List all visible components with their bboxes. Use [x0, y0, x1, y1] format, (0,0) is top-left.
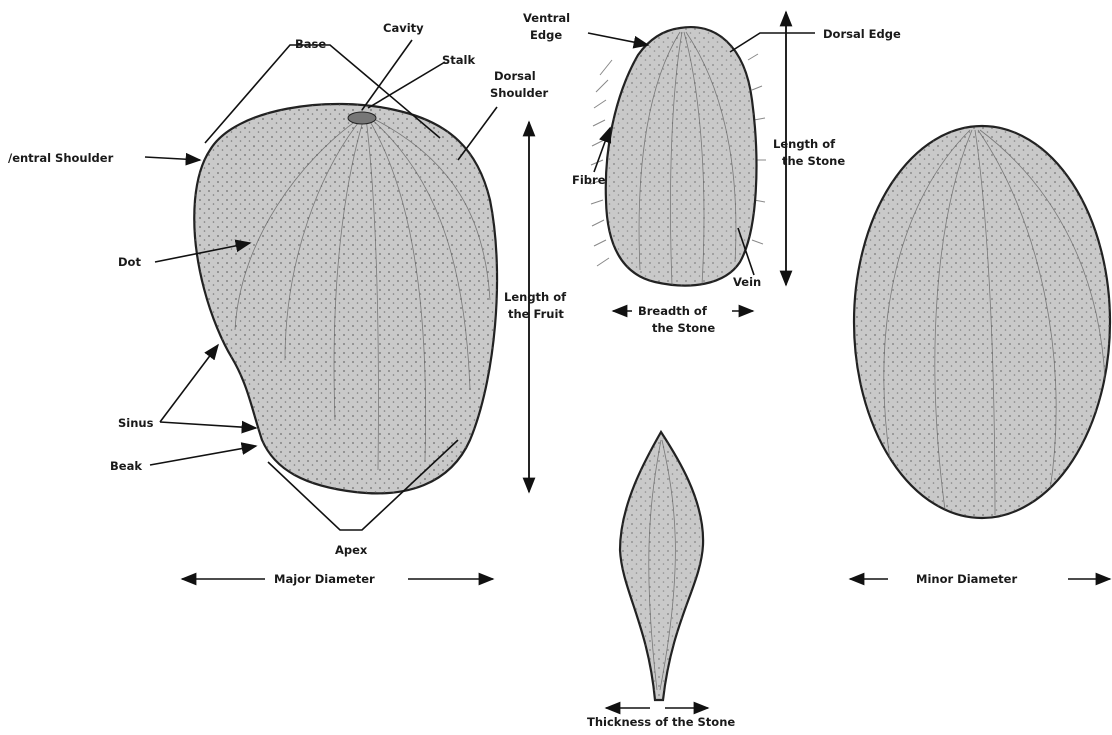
- label-dorsal-shoulder-2: Shoulder: [490, 86, 549, 100]
- label-dorsal-edge: Dorsal Edge: [823, 27, 901, 41]
- label-length-stone-1: Length of: [773, 137, 836, 151]
- label-base: Base: [295, 37, 326, 51]
- label-breadth-2: the Stone: [652, 321, 715, 335]
- label-ventral-shoulder: /entral Shoulder: [8, 151, 114, 165]
- label-minor-diameter: Minor Diameter: [916, 572, 1017, 586]
- stalk-cavity: [348, 112, 376, 124]
- label-fibre: Fibre: [572, 173, 606, 187]
- label-dorsal-shoulder-1: Dorsal: [494, 69, 536, 83]
- label-length-fruit-1: Length of: [504, 290, 567, 304]
- stone-side-view: [620, 432, 703, 700]
- label-thickness: Thickness of the Stone: [587, 715, 735, 729]
- mango-stone: [590, 27, 766, 285]
- label-sinus: Sinus: [118, 416, 154, 430]
- label-vein: Vein: [733, 275, 761, 289]
- label-apex: Apex: [335, 543, 368, 557]
- label-ventral-edge-1: Ventral: [523, 11, 570, 25]
- label-beak: Beak: [110, 459, 142, 473]
- label-cavity: Cavity: [383, 21, 424, 35]
- label-stalk: Stalk: [442, 53, 475, 67]
- label-major-diameter: Major Diameter: [274, 572, 375, 586]
- label-ventral-edge-2: Edge: [530, 28, 562, 42]
- mango-fruit: [194, 104, 497, 493]
- label-breadth-1: Breadth of: [638, 304, 708, 318]
- label-length-stone-2: the Stone: [782, 154, 845, 168]
- mango-end-view: [854, 126, 1110, 518]
- label-dot: Dot: [118, 255, 141, 269]
- label-length-fruit-2: the Fruit: [508, 307, 564, 321]
